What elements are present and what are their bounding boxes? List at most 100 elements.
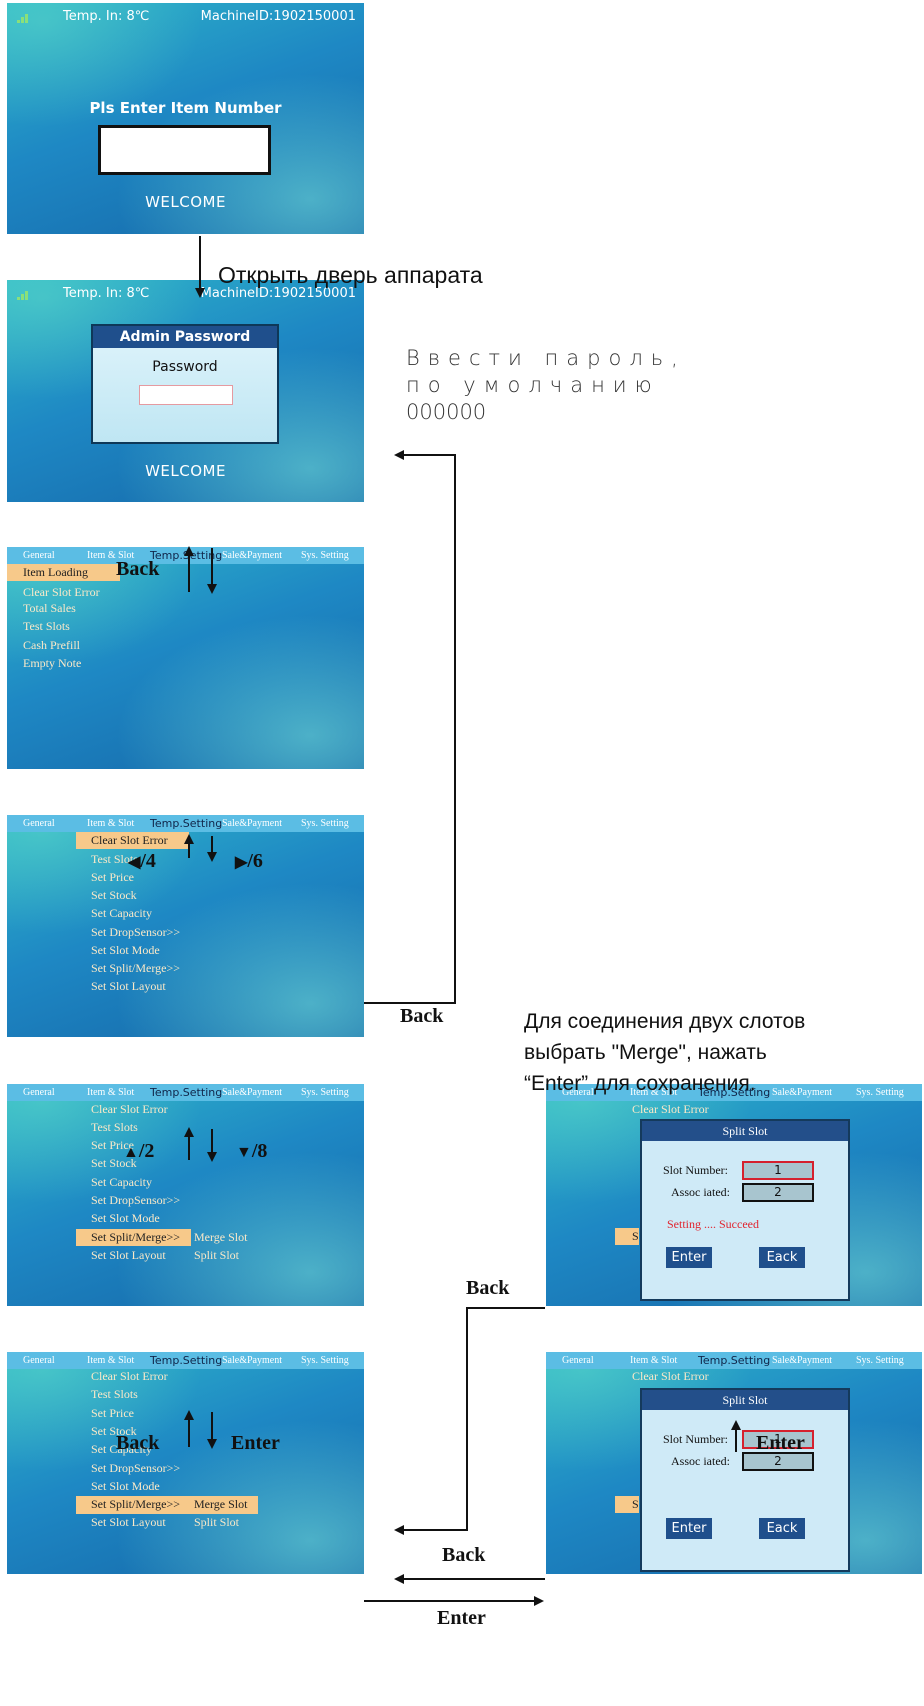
menu-item[interactable]: Set Stock — [91, 888, 137, 902]
tab-item-slot[interactable]: Item & Slot — [87, 1355, 135, 1366]
menu-item[interactable]: Test Slots — [23, 619, 70, 633]
slot-number-field[interactable]: 1 — [742, 1161, 814, 1180]
menu-item[interactable]: Set Capacity — [91, 906, 152, 920]
menu-item[interactable]: Set Split/Merge>> — [91, 961, 180, 975]
screen-admin-password: Temp. In: 8℃ MachineID:1902150001 Admin … — [7, 280, 364, 502]
menu-item[interactable]: Set Stock — [91, 1424, 137, 1438]
dialog-title: Admin Password — [93, 326, 277, 348]
menu-item[interactable]: Set Slot Mode — [91, 943, 160, 957]
menu-item[interactable]: Set Slot Layout — [91, 979, 166, 993]
dialog-title: Split Slot — [642, 1390, 848, 1410]
tab-sale-payment[interactable]: Sale&Payment — [772, 1355, 832, 1366]
tab-general[interactable]: General — [23, 1355, 55, 1366]
tab-bar: General Item & Slot Temp.Setting Sale&Pa… — [546, 1084, 922, 1101]
down-key-label: ▼/8 — [236, 1140, 267, 1163]
associated-field[interactable]: 2 — [742, 1183, 814, 1202]
back-label: Back — [400, 1005, 444, 1027]
menu-item[interactable]: Set Price — [91, 1138, 134, 1152]
tab-sys-setting[interactable]: Sys. Setting — [856, 1087, 904, 1098]
tab-temp-setting[interactable]: Temp.Setting — [150, 817, 223, 830]
menu-item[interactable]: Item Loading — [23, 565, 88, 579]
enter-button[interactable]: Enter — [666, 1518, 712, 1539]
selection-highlight — [615, 1228, 639, 1245]
menu-item[interactable]: Set DropSensor>> — [91, 1461, 181, 1475]
enter-button[interactable]: Enter — [666, 1247, 712, 1268]
menu-item[interactable]: Set DropSensor>> — [91, 925, 181, 939]
back-label: Back — [466, 1277, 510, 1299]
tab-temp-setting[interactable]: Temp.Setting — [150, 1354, 223, 1367]
key-4: /4 — [140, 850, 156, 872]
tab-item-slot[interactable]: Item & Slot — [87, 1087, 135, 1098]
status-bar: Temp. In: 8℃ MachineID:1902150001 — [7, 9, 364, 27]
tab-bar: General Item & Slot Temp.Setting Sale&Pa… — [546, 1352, 922, 1369]
menu-item[interactable]: Set Slot Layout — [91, 1248, 166, 1262]
menu-item: Clear Slot Error — [632, 1102, 709, 1116]
tab-item-slot[interactable]: Item & Slot — [87, 818, 135, 829]
tab-temp-setting[interactable]: Temp.Setting — [698, 1354, 771, 1367]
tab-temp-setting[interactable]: Temp.Setting — [150, 1086, 223, 1099]
back-button[interactable]: Eack — [759, 1518, 805, 1539]
menu-item[interactable]: Test Slots — [91, 1120, 138, 1134]
menu-item[interactable]: Cash Prefill — [23, 638, 80, 652]
associated-label: Assoc iated: — [671, 1185, 730, 1199]
tab-temp-setting[interactable]: Temp.Setting — [698, 1086, 771, 1099]
tab-sale-payment[interactable]: Sale&Payment — [222, 550, 282, 561]
tab-general[interactable]: General — [23, 550, 55, 561]
tab-general[interactable]: General — [23, 818, 55, 829]
submenu-split-slot[interactable]: Split Slot — [194, 1248, 240, 1262]
tab-sale-payment[interactable]: Sale&Payment — [222, 818, 282, 829]
menu-item[interactable]: Set Capacity — [91, 1175, 152, 1189]
password-note: Ввести пароль, по умолчанию 000000 — [406, 345, 686, 426]
dialog-title: Split Slot — [642, 1121, 848, 1141]
key-6: /6 — [247, 850, 263, 872]
slot-number-field[interactable]: 1 — [742, 1430, 814, 1449]
submenu-merge-slot[interactable]: Merge Slot — [194, 1230, 248, 1244]
item-number-prompt: Pls Enter Item Number — [89, 99, 282, 117]
note-line: “Enter” для сохранения. — [524, 1072, 756, 1095]
tab-sale-payment[interactable]: Sale&Payment — [222, 1087, 282, 1098]
menu-item[interactable]: Set Slot Layout — [91, 1515, 166, 1529]
menu-item[interactable]: Total Sales — [23, 601, 76, 615]
menu-item[interactable]: Clear Slot Error — [23, 585, 100, 599]
split-slot-dialog: Split Slot Slot Number: 1 Assoc iated: 2… — [640, 1119, 850, 1301]
menu-item[interactable]: Set Price — [91, 870, 134, 884]
welcome-text: WELCOME — [145, 462, 226, 480]
menu-item[interactable]: Clear Slot Error — [91, 1369, 168, 1383]
menu-item[interactable]: Empty Note — [23, 656, 82, 670]
menu-item[interactable]: Set Stock — [91, 1156, 137, 1170]
submenu-merge-slot[interactable]: Merge Slot — [194, 1497, 248, 1511]
item-number-input[interactable] — [98, 125, 271, 175]
tab-sale-payment[interactable]: Sale&Payment — [222, 1355, 282, 1366]
admin-password-dialog: Admin Password Password — [91, 324, 279, 444]
tab-sys-setting[interactable]: Sys. Setting — [856, 1355, 904, 1366]
tab-general[interactable]: General — [562, 1087, 594, 1098]
submenu-split-slot[interactable]: Split Slot — [194, 1515, 240, 1529]
menu-item[interactable]: Clear Slot Error — [91, 833, 168, 847]
password-input[interactable] — [139, 385, 233, 405]
tab-sys-setting[interactable]: Sys. Setting — [301, 1087, 349, 1098]
tab-sys-setting[interactable]: Sys. Setting — [301, 550, 349, 561]
menu-item[interactable]: Set Slot Mode — [91, 1211, 160, 1225]
menu-item[interactable]: Clear Slot Error — [91, 1102, 168, 1116]
tab-item-slot[interactable]: Item & Slot — [87, 550, 135, 561]
menu-item[interactable]: Set Split/Merge>> — [91, 1497, 180, 1511]
tab-sys-setting[interactable]: Sys. Setting — [301, 1355, 349, 1366]
menu-item[interactable]: Set Capacity — [91, 1442, 152, 1456]
menu-item[interactable]: Set DropSensor>> — [91, 1193, 181, 1207]
menu-item[interactable]: Test Slots — [91, 1387, 138, 1401]
associated-field[interactable]: 2 — [742, 1452, 814, 1471]
enter-label: Enter — [756, 1432, 805, 1454]
menu-item[interactable]: Set Slot Mode — [91, 1479, 160, 1493]
tab-bar: General Item & Slot Temp.Setting Sale&Pa… — [7, 1352, 364, 1369]
menu-item[interactable]: Set Price — [91, 1406, 134, 1420]
tab-general[interactable]: General — [562, 1355, 594, 1366]
tab-sys-setting[interactable]: Sys. Setting — [301, 818, 349, 829]
menu-item[interactable]: Test Slots — [91, 852, 138, 866]
tab-item-slot[interactable]: Item & Slot — [630, 1355, 678, 1366]
back-button[interactable]: Eack — [759, 1247, 805, 1268]
tab-item-slot[interactable]: Item & Slot — [630, 1087, 678, 1098]
tab-general[interactable]: General — [23, 1087, 55, 1098]
menu-item[interactable]: Set Split/Merge>> — [91, 1230, 180, 1244]
tab-sale-payment[interactable]: Sale&Payment — [772, 1087, 832, 1098]
